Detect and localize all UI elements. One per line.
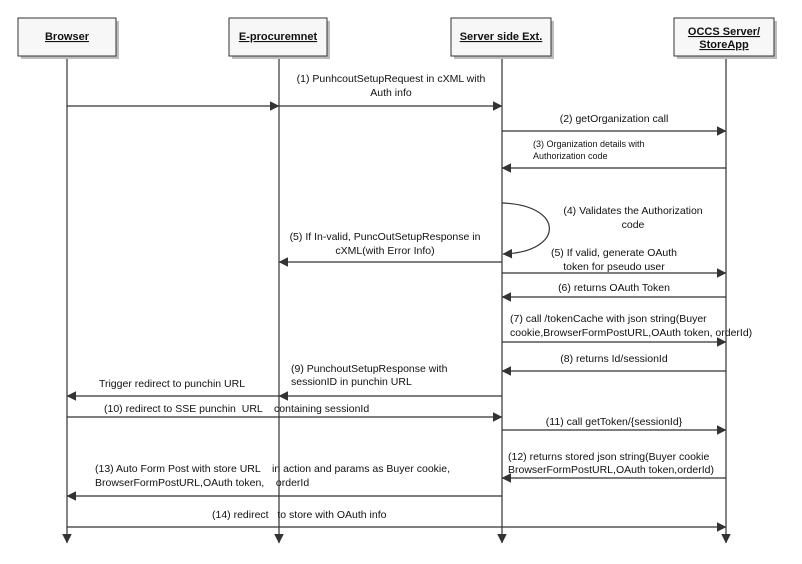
message-12-line-1: (12) returns stored json string(Buyer co…: [508, 451, 709, 463]
message-4-line-1: (4) Validates the Authorization: [563, 205, 702, 217]
message-9b-label: Trigger redirect to punchin URL: [99, 378, 245, 390]
message-5-invalid-label: (5) If In-valid, PuncOutSetupResponse in…: [290, 231, 481, 257]
message-13-label: (13) Auto Form Post with store URL in ac…: [95, 463, 450, 489]
message-12-label: (12) returns stored json string(Buyer co…: [508, 451, 714, 476]
actor-eprocurement-label: E-procuremnet: [239, 31, 318, 43]
actor-occs-label-line-1: OCCS Server/: [688, 26, 760, 38]
arrow-4-self-loop: [501, 202, 550, 259]
message-13-line-2: BrowserFormPostURL,OAuth token, orderId: [95, 477, 309, 489]
message-9-label: (9) PunchoutSetupResponse with sessionID…: [291, 363, 448, 388]
actor-browser-label: Browser: [45, 31, 90, 43]
message-8-label: (8) returns Id/sessionId: [560, 353, 668, 365]
message-5-valid-label: (5) If valid, generate OAuth token for p…: [551, 247, 677, 273]
actor-server-side-ext-label: Server side Ext.: [460, 31, 543, 43]
message-7-line-2: cookie,BrowserFormPostURL,OAuth token, o…: [510, 327, 752, 339]
actor-server-side-ext: Server side Ext.: [450, 17, 554, 59]
message-10-label: (10) redirect to SSE punchin URL contain…: [104, 403, 369, 415]
message-12-line-2: BrowserFormPostURL,OAuth token,orderId): [508, 464, 714, 476]
message-9-line-2: sessionID in punchin URL: [291, 376, 412, 388]
message-7-line-1: (7) call /tokenCache with json string(Bu…: [510, 313, 707, 325]
message-7-label: (7) call /tokenCache with json string(Bu…: [510, 313, 752, 339]
message-5-valid-line-2: token for pseudo user: [563, 261, 665, 273]
message-11-label: (11) call getToken/{sessionId}: [546, 416, 683, 428]
message-9-line-1: (9) PunchoutSetupResponse with: [291, 363, 448, 375]
message-1-line-2: Auth info: [370, 87, 412, 99]
actor-occs-label-line-2: StoreApp: [699, 39, 749, 51]
message-1-line-1: (1) PunhcoutSetupRequest in cXML with: [297, 73, 486, 85]
message-5-valid-line-1: (5) If valid, generate OAuth: [551, 247, 677, 259]
actor-occs-server: OCCS Server/ StoreApp: [673, 17, 777, 59]
actor-eprocurement: E-procuremnet: [228, 17, 330, 59]
message-3-line-1: (3) Organization details with: [533, 139, 645, 149]
message-1-label: (1) PunhcoutSetupRequest in cXML with Au…: [297, 73, 486, 99]
message-13-line-1: (13) Auto Form Post with store URL in ac…: [95, 463, 450, 475]
message-5-invalid-line-2: cXML(with Error Info): [335, 245, 434, 257]
message-4-label: (4) Validates the Authorization code: [563, 205, 702, 231]
message-2-label: (2) getOrganization call: [560, 113, 669, 125]
message-6-label: (6) returns OAuth Token: [558, 282, 670, 294]
actor-browser: Browser: [17, 17, 119, 59]
message-3-label: (3) Organization details with Authorizat…: [533, 139, 645, 161]
message-5-invalid-line-1: (5) If In-valid, PuncOutSetupResponse in: [290, 231, 481, 243]
message-3-line-2: Authorization code: [533, 151, 608, 161]
message-14-label: (14) redirect to store with OAuth info: [212, 509, 387, 521]
message-4-line-2: code: [622, 219, 645, 231]
